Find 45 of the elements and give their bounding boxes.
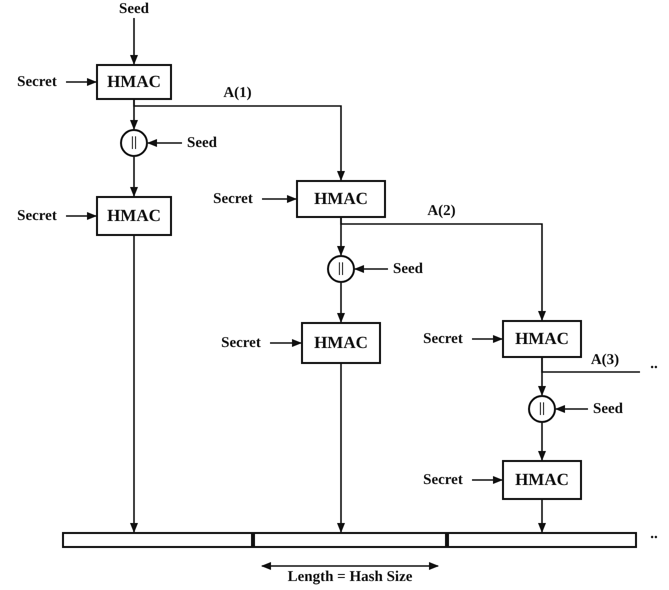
hmac-box: HMAC xyxy=(502,460,582,500)
hmac-box: HMAC xyxy=(96,64,172,100)
arrow xyxy=(337,364,345,533)
arrow xyxy=(555,405,588,413)
dimension-label: Length = Hash Size xyxy=(286,569,414,586)
arrow xyxy=(270,339,302,347)
text-label: Secret xyxy=(414,471,472,489)
arrow xyxy=(130,18,138,65)
hmac-box: HMAC xyxy=(96,196,172,236)
arrow xyxy=(147,139,182,147)
hmac-box: HMAC xyxy=(301,322,381,364)
edge-label: A(1) xyxy=(221,85,254,102)
arrow xyxy=(538,500,546,533)
output-segment xyxy=(62,532,253,548)
text-label: Secret xyxy=(204,190,262,208)
text-label: Secret xyxy=(414,330,472,348)
arrow xyxy=(337,283,345,323)
arrow xyxy=(133,100,345,181)
output-segment xyxy=(253,532,447,548)
hmac-box: HMAC xyxy=(296,180,386,218)
text-label: Seed xyxy=(588,400,628,418)
concatenation-circle: || xyxy=(327,255,355,283)
edge-label: A(3) xyxy=(588,352,622,369)
arrow xyxy=(130,236,138,533)
hmac-box: HMAC xyxy=(502,320,582,358)
output-segment xyxy=(447,532,637,548)
arrow xyxy=(66,78,97,86)
concatenation-circle: || xyxy=(120,129,148,157)
arrow xyxy=(262,195,297,203)
text-label: Seed xyxy=(114,0,154,18)
text-label: Secret xyxy=(8,73,66,91)
arrow xyxy=(354,265,388,273)
text-label: Secret xyxy=(212,334,270,352)
connector-line xyxy=(541,358,640,373)
arrow xyxy=(472,335,503,343)
arrow xyxy=(538,423,546,461)
arrow xyxy=(66,212,97,220)
text-label: Seed xyxy=(388,260,428,278)
arrow xyxy=(130,157,138,197)
text-label: Secret xyxy=(8,207,66,225)
arrow xyxy=(472,476,503,484)
text-label: Seed xyxy=(182,134,222,152)
edge-label: A(2) xyxy=(425,203,458,220)
arrow xyxy=(340,218,546,321)
concatenation-circle: || xyxy=(528,395,556,423)
